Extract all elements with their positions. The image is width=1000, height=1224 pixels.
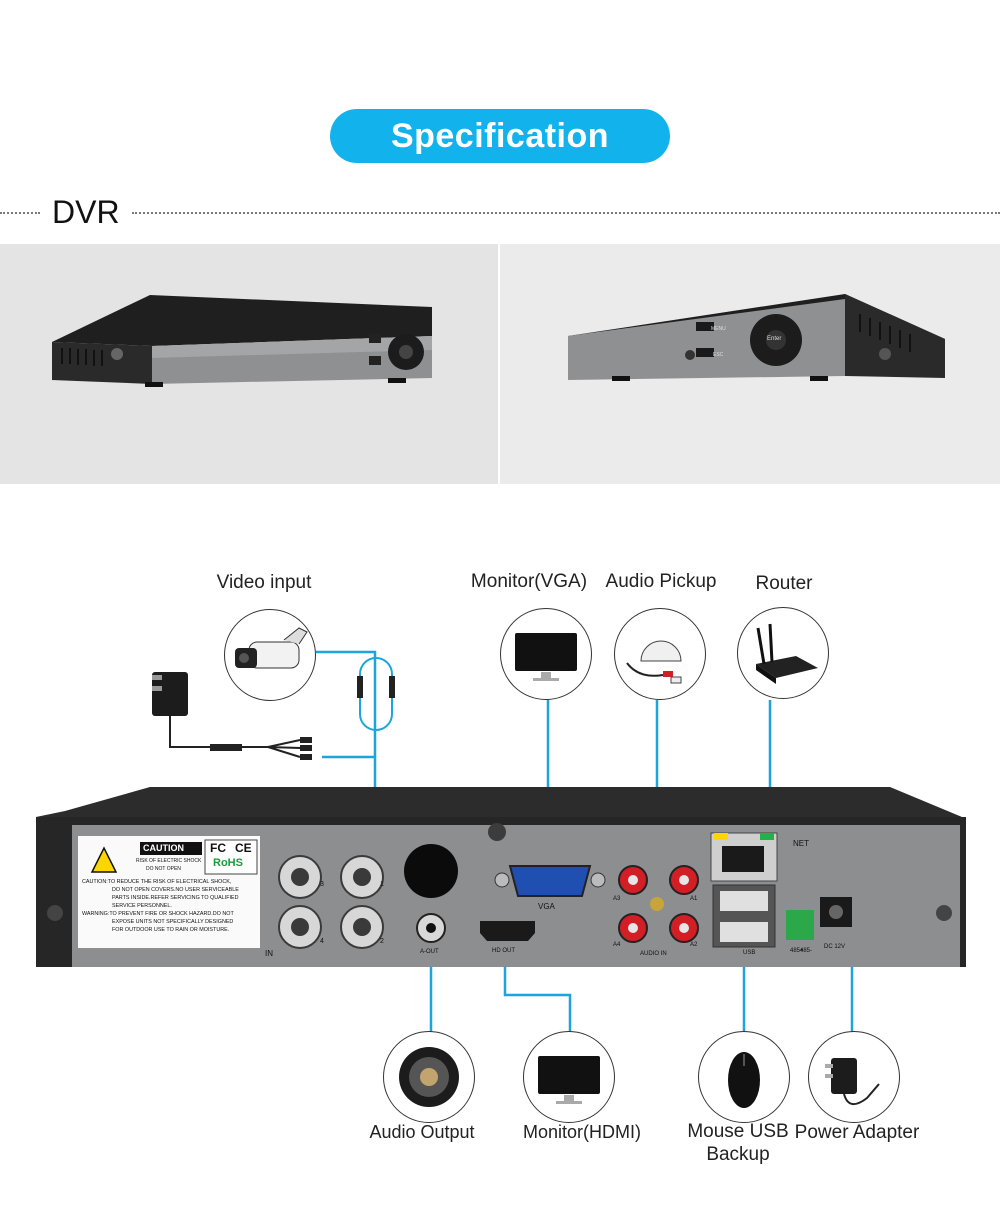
monitor-vga-circle [500, 608, 592, 700]
port-label-vga: VGA [538, 902, 555, 911]
caution-title: CAUTION [143, 843, 184, 853]
ce-mark: CE [235, 841, 252, 855]
label-audio-output: Audio Output [369, 1122, 475, 1142]
port-label-a2: A2 [690, 942, 698, 948]
wire-hdmi [503, 948, 572, 1032]
video-input-circle [224, 609, 316, 701]
dvr-photo-right [500, 244, 1000, 484]
router-circle [737, 607, 829, 699]
label-power-adapter: Power Adapter [794, 1122, 920, 1143]
port-label-usb: USB [743, 950, 756, 956]
menu-button [696, 322, 714, 331]
caution-text: CAUTION:TO REDUCE THE RISK OF ELECTRICAL… [82, 879, 239, 933]
camera-icon [235, 627, 308, 669]
port-label-a4: A4 [613, 942, 621, 948]
label-mouse-line1: Mouse USB [687, 1121, 789, 1142]
port-label-dc: DC 12V [824, 944, 846, 950]
speaker-icon [399, 1047, 459, 1107]
port-label-bnc4: 4 [320, 938, 324, 945]
label-audio-pickup: Audio Pickup [605, 571, 717, 592]
section-label: DVR [52, 194, 120, 230]
label-video-input: Video input [216, 572, 312, 593]
rohs-mark: RoHS [213, 857, 243, 869]
label-mouse-line2: Backup [706, 1144, 770, 1165]
port-label-bnc2: 2 [380, 938, 384, 945]
label-router: Router [755, 573, 813, 594]
port-label-a-out: A-OUT [420, 949, 439, 955]
port-label-bnc3: 3 [320, 881, 324, 888]
page-title: Specification [330, 109, 670, 163]
audio-output-circle [383, 1031, 475, 1123]
microphone-icon [626, 640, 682, 684]
caution-subtitle-1: RISK OF ELECTRIC SHOCK [136, 858, 202, 864]
port-label-net: NET [793, 839, 809, 848]
enter-button-label: Enter [767, 336, 782, 342]
fc-mark: FC [210, 841, 226, 855]
menu-button-label: MENU [711, 326, 726, 332]
monitor-hdmi-circle [523, 1031, 615, 1123]
port-label-audio-in: AUDIO IN [640, 951, 667, 957]
dvr-photo-left [0, 244, 498, 484]
port-label-a3: A3 [613, 896, 621, 902]
dotted-divider-right [132, 212, 1000, 214]
monitor-icon [515, 633, 577, 681]
esc-button [696, 348, 714, 357]
port-label-a1: A1 [690, 896, 698, 902]
port-label-485-a: 485+ [790, 948, 804, 954]
label-monitor-vga: Monitor(VGA) [470, 571, 588, 592]
power-splitter [152, 672, 312, 760]
port-label-bnc1: 1 [380, 881, 384, 888]
mouse-icon [728, 1052, 760, 1108]
esc-button-label: ESC [713, 352, 724, 358]
port-label-485-b: 485- [800, 948, 813, 954]
caution-subtitle-2: DO NOT OPEN [146, 866, 181, 872]
mouse-circle [698, 1031, 790, 1123]
port-label-in: IN [265, 949, 273, 958]
dvr-rear [36, 787, 966, 967]
router-icon [756, 623, 818, 684]
port-label-hd-out: HD OUT [492, 948, 515, 954]
audio-pickup-circle [614, 608, 706, 700]
monitor-icon [538, 1056, 600, 1104]
power-adapter-circle [808, 1031, 900, 1123]
power-adapter-icon [825, 1058, 880, 1105]
dotted-divider-left [0, 212, 40, 214]
label-monitor-hdmi: Monitor(HDMI) [522, 1122, 641, 1142]
